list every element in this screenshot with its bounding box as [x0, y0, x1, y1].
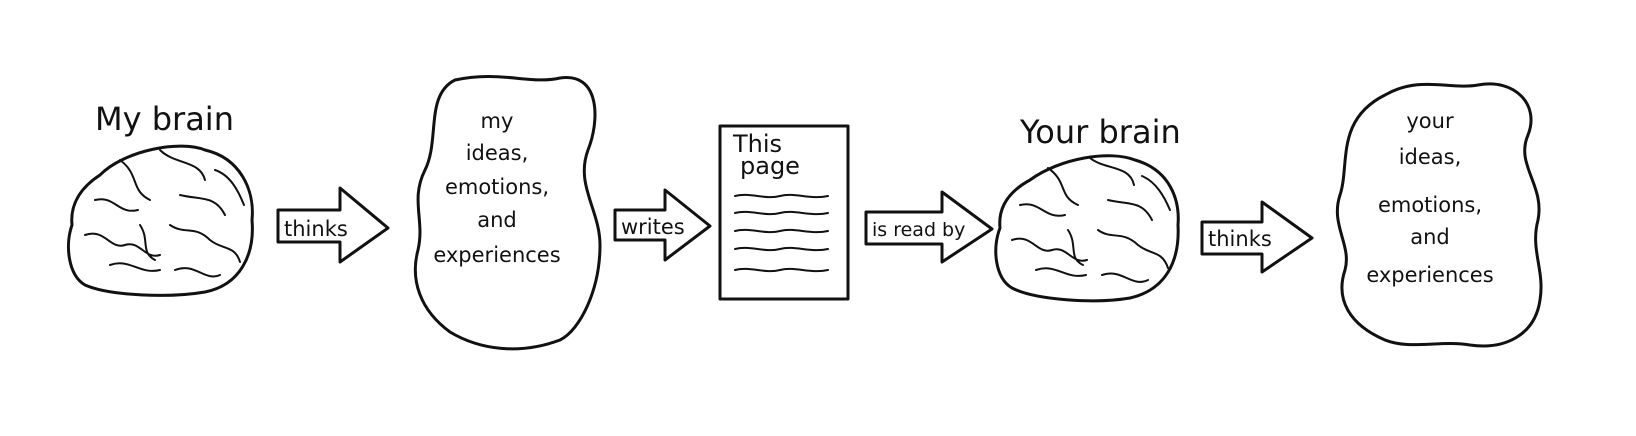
- page-title-line-2: page: [740, 152, 800, 180]
- page-title-line-1: This: [732, 130, 782, 158]
- arrow-thinks-1-label: thinks: [284, 217, 348, 241]
- thought-cloud-left: my ideas, emotions, and experiences: [413, 74, 602, 351]
- brain-right-label: Your brain: [1019, 113, 1181, 151]
- brain-left-icon: [66, 144, 254, 297]
- cloud-left-line-5: experiences: [433, 243, 560, 267]
- arrow-is-read-by-label: is read by: [872, 219, 965, 241]
- cloud-left-line-1: my: [481, 109, 514, 133]
- brain-right-icon: [994, 154, 1180, 303]
- cloud-left-line-3: emotions,: [445, 175, 549, 199]
- cloud-right-line-2: ideas,: [1399, 145, 1462, 169]
- cloud-right-line-5: experiences: [1366, 263, 1493, 287]
- cloud-right-line-1: your: [1406, 109, 1454, 133]
- page-icon: This page: [718, 124, 850, 301]
- cloud-left-line-4: and: [477, 208, 517, 232]
- page-text-line: [734, 228, 829, 234]
- arrow-thinks-2: thinks: [1200, 200, 1314, 274]
- arrow-thinks-2-label: thinks: [1208, 227, 1272, 251]
- thought-cloud-right: your ideas, emotions, and experiences: [1335, 82, 1543, 348]
- arrow-writes: writes: [613, 188, 712, 262]
- page-text-line: [734, 210, 829, 216]
- arrow-writes-label: writes: [621, 215, 685, 239]
- page-text-line: [734, 267, 829, 273]
- arrow-is-read-by: is read by: [864, 190, 994, 264]
- cloud-right-line-4: and: [1410, 225, 1450, 249]
- brain-left-label: My brain: [95, 100, 234, 138]
- cloud-left-line-2: ideas,: [466, 141, 529, 165]
- arrow-thinks-1: thinks: [276, 186, 390, 264]
- cloud-right-line-3: emotions,: [1378, 193, 1482, 217]
- page-text-line: [734, 246, 829, 252]
- page-text-line: [734, 193, 829, 199]
